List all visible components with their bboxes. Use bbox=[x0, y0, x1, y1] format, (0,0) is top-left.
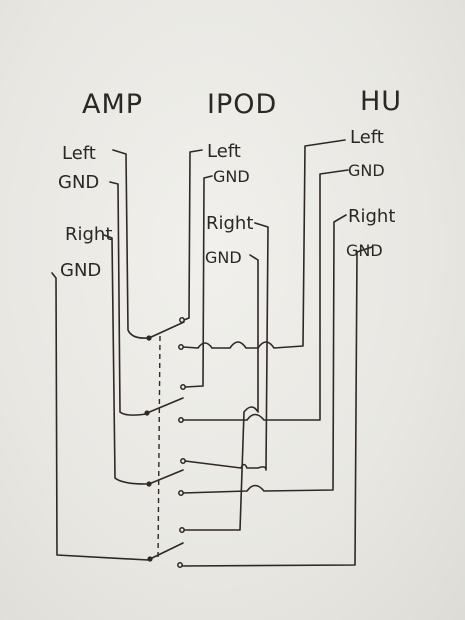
amp-gnd-top-label: GND bbox=[58, 172, 99, 193]
ipod-right-label: Right bbox=[206, 213, 253, 234]
hu-left-wire bbox=[182, 139, 346, 349]
hu-gnd-top-wire bbox=[182, 169, 349, 421]
ipod-gnd-bottom-label: GND bbox=[205, 248, 242, 267]
amp-right-wire bbox=[103, 234, 147, 485]
amp-gnd-bottom-label: GND bbox=[60, 260, 101, 281]
ipod-left-label: Left bbox=[207, 141, 241, 162]
amp-right-label: Right bbox=[65, 224, 112, 245]
amp-left-label: Left bbox=[62, 143, 96, 164]
hu-gnd-top-label: GND bbox=[348, 161, 385, 180]
switch-pole-1-blade bbox=[148, 321, 185, 339]
ipod-gnd-top-label: GND bbox=[213, 167, 250, 186]
ipod-gnd-top-wire bbox=[184, 175, 213, 388]
ipod-gnd-bottom-wire bbox=[183, 254, 259, 531]
amp-left-wire bbox=[112, 149, 148, 339]
switch-pole-4-contact-b bbox=[177, 562, 183, 568]
hu-gnd-bottom-wire bbox=[181, 246, 373, 567]
ipod-header: IPOD bbox=[207, 89, 277, 120]
switch-pole-2-blade bbox=[146, 397, 184, 414]
ipod-left-wire bbox=[183, 149, 203, 321]
hu-header: HU bbox=[360, 86, 402, 117]
amp-gnd-top-wire bbox=[109, 181, 147, 416]
hu-right-label: Right bbox=[348, 206, 395, 227]
hu-right-wire bbox=[182, 214, 347, 494]
switch-pole-3-blade bbox=[148, 469, 184, 485]
amp-gnd-bottom-wire bbox=[51, 272, 149, 561]
hu-gnd-bottom-label: GND bbox=[346, 241, 383, 260]
hu-left-label: Left bbox=[350, 127, 384, 148]
switch-pole-4-blade bbox=[149, 542, 184, 560]
dpdt-switch bbox=[144, 317, 186, 568]
amp-header: AMP bbox=[82, 89, 143, 120]
switch-gang-link bbox=[157, 335, 161, 561]
